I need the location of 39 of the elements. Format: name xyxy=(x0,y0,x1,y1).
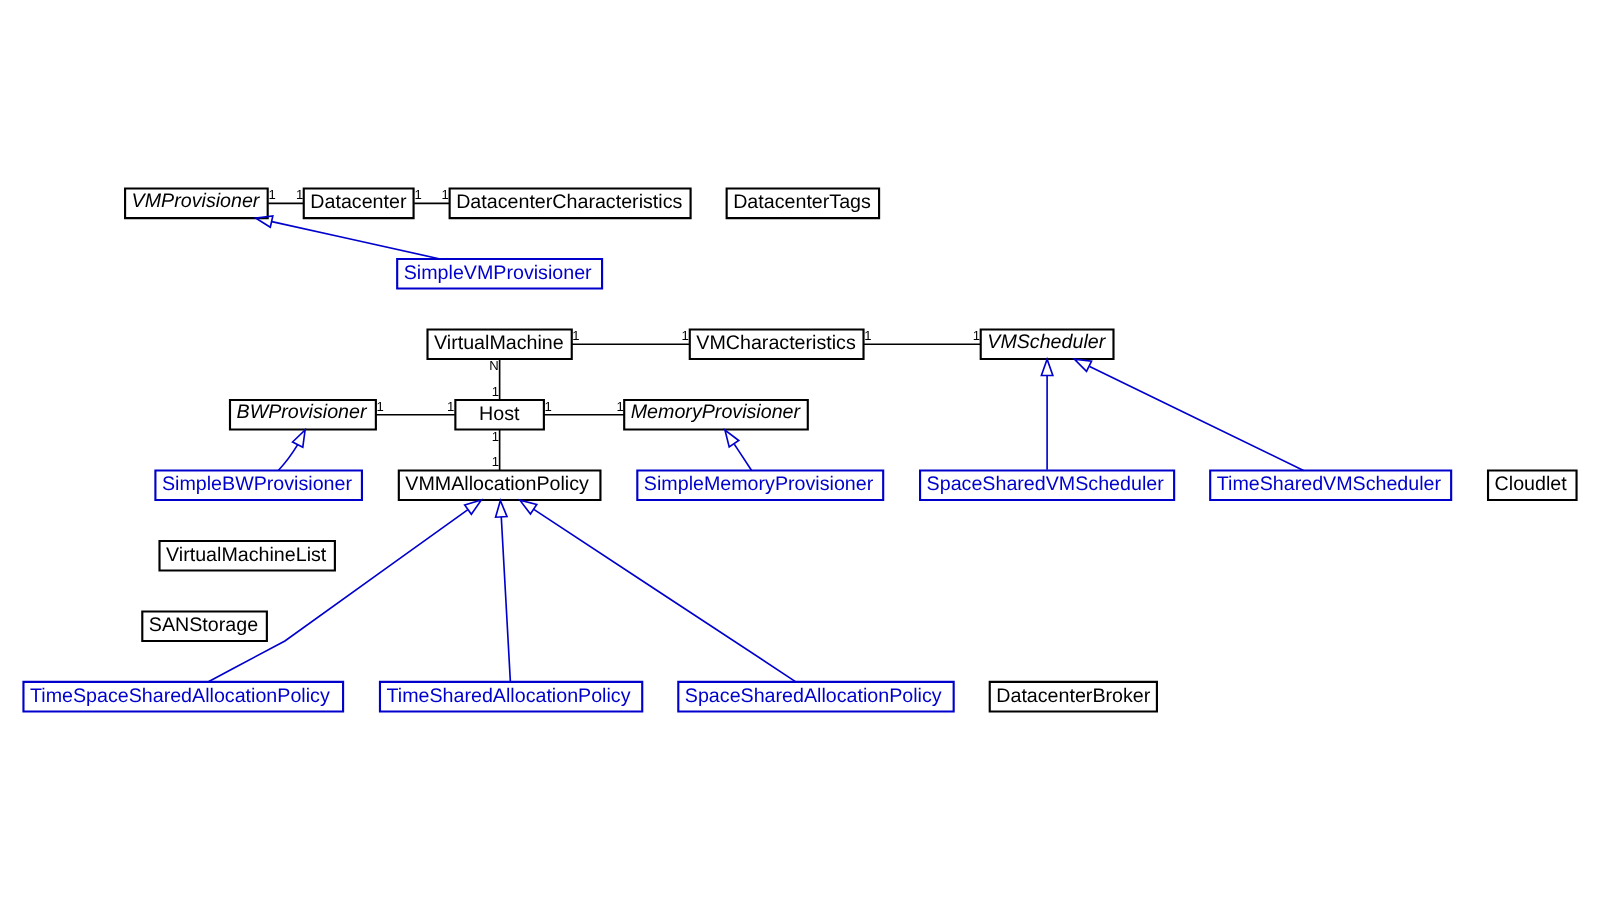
connector xyxy=(498,358,501,401)
connector xyxy=(498,429,501,472)
node-box: VMMAllocationPolicy xyxy=(397,469,602,502)
node-box: SimpleMemoryProvisioner xyxy=(636,469,885,502)
arrow xyxy=(517,498,797,683)
node-box: VirtualMachineList xyxy=(158,539,336,572)
arrow xyxy=(277,427,307,472)
arrow xyxy=(1040,356,1054,471)
connector xyxy=(413,202,450,205)
node-box: DatacenterCharacteristics xyxy=(448,187,692,220)
node-box: Host xyxy=(454,398,545,431)
arrow xyxy=(723,427,753,472)
node-box: DatacenterBroker xyxy=(988,680,1158,713)
arrow xyxy=(494,498,512,683)
node-box: SpaceSharedAllocationPolicy xyxy=(677,680,955,713)
node-box: TimeSharedVMScheduler xyxy=(1209,469,1453,502)
node-box: BWProvisioner xyxy=(228,398,377,431)
node-box: VMScheduler xyxy=(979,328,1115,361)
arrow xyxy=(207,498,484,683)
arrow xyxy=(1072,358,1305,472)
node-box: TimeSpaceSharedAllocationPolicy xyxy=(22,680,345,713)
connector xyxy=(543,413,625,416)
node-box: SimpleVMProvisioner xyxy=(396,257,604,290)
node-box: Cloudlet xyxy=(1486,469,1578,502)
connector xyxy=(862,343,982,346)
connector xyxy=(571,343,691,346)
node-box: SimpleBWProvisioner xyxy=(154,469,363,502)
node-box: MemoryProvisioner xyxy=(623,398,809,431)
node-box: DatacenterTags xyxy=(725,187,881,220)
arrow xyxy=(253,215,441,260)
node-box: Datacenter xyxy=(302,187,415,220)
node-box: VMCharacteristics xyxy=(688,328,865,361)
connector xyxy=(267,202,305,205)
node-box: SANStorage xyxy=(141,610,268,643)
node-box: SpaceSharedVMScheduler xyxy=(919,469,1176,502)
node-box: TimeSharedAllocationPolicy xyxy=(378,680,644,713)
connector xyxy=(375,413,456,416)
node-box: VMProvisioner xyxy=(124,187,269,220)
node-box: VirtualMachine xyxy=(426,328,573,361)
